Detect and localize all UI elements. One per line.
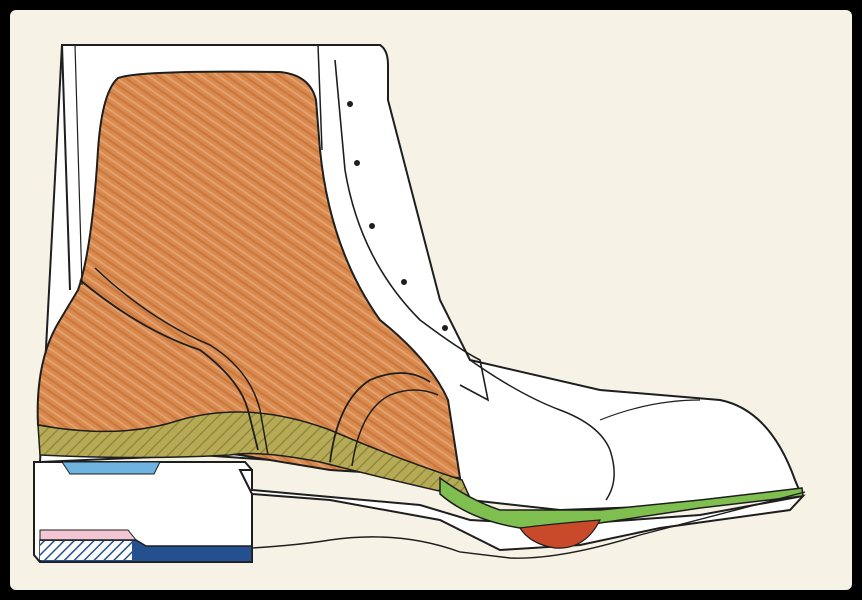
heel-pink-layer — [40, 530, 136, 540]
heel-blue-lift — [62, 462, 160, 474]
eyelet — [401, 279, 407, 285]
eyelet — [354, 160, 360, 166]
eyelet — [347, 101, 353, 107]
eyelet — [369, 223, 375, 229]
heel-striped-patch — [40, 541, 132, 560]
eyelet — [442, 325, 448, 331]
